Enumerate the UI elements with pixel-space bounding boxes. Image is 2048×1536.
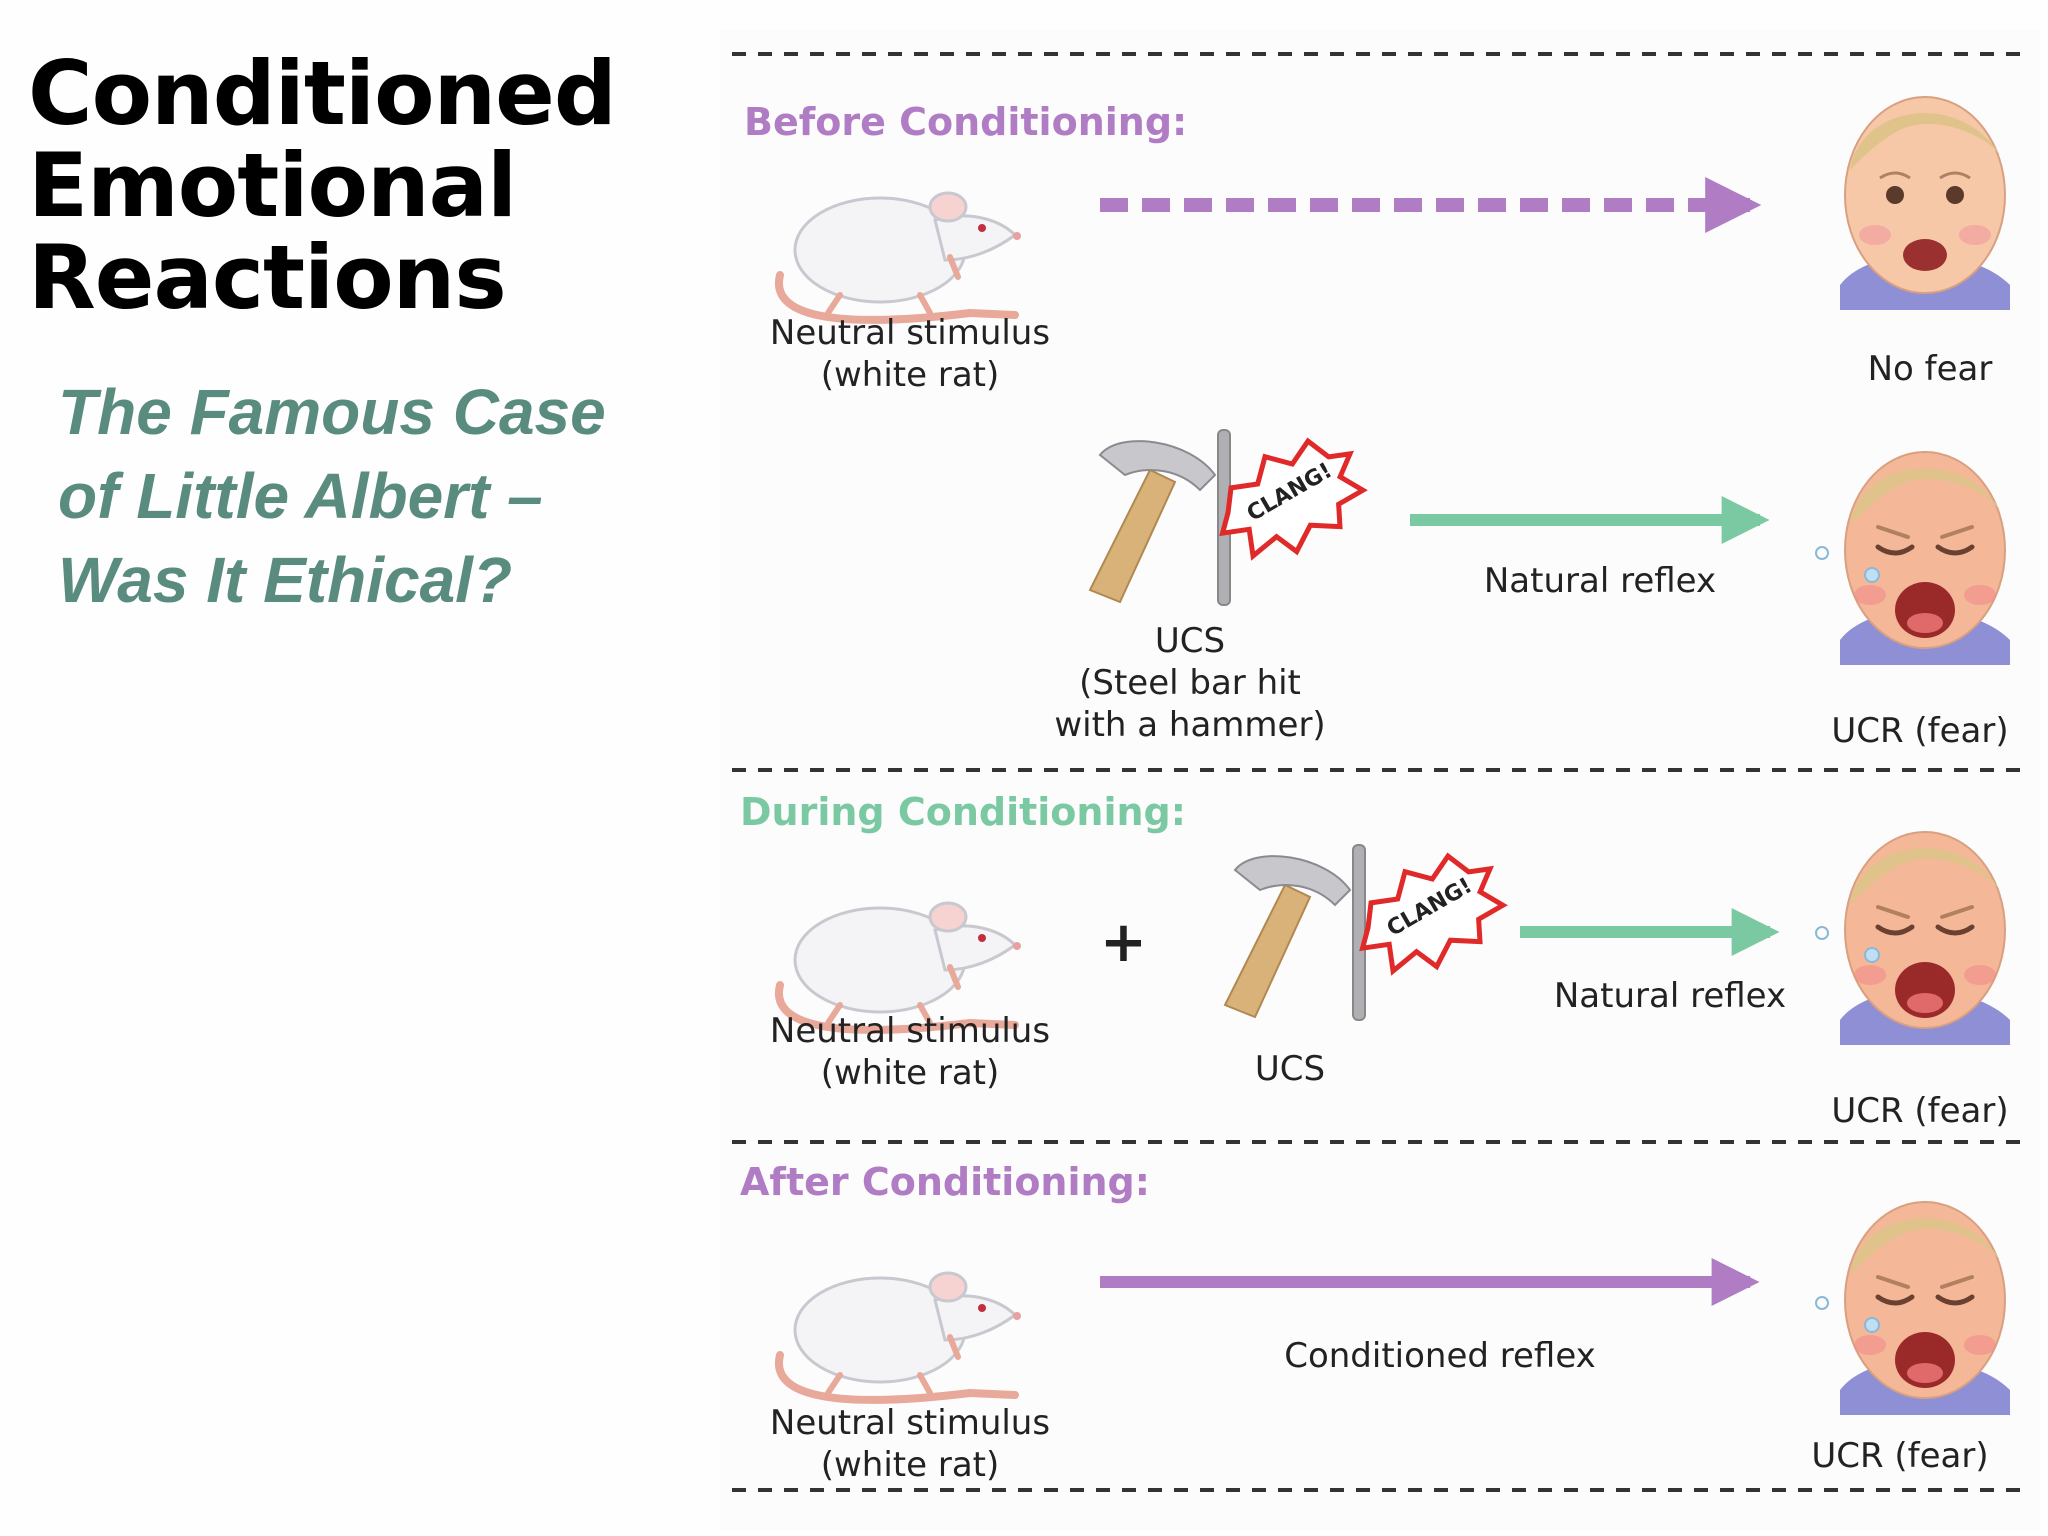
- before-ucr-label: UCR (fear): [1831, 711, 2009, 751]
- title-line-1: Conditioned: [28, 42, 617, 145]
- after-rat-label: Neutral stimulus (white rat): [740, 1402, 1080, 1486]
- before-hammer-illustration: [1089, 429, 1231, 606]
- after-rat-label-line-2: (white rat): [820, 1445, 1000, 1485]
- after-heading: After Conditioning:: [740, 1160, 1150, 1204]
- before-calm-baby-illustration: [1838, 95, 2012, 312]
- during-clang-burst: [1359, 852, 1508, 976]
- conditioning-diagram-svg: [732, 52, 2020, 1492]
- subtitle-line-2: of Little Albert –: [58, 460, 543, 532]
- after-crying-baby-illustration: [1816, 1202, 2010, 1415]
- after-rat-illustration: [779, 1273, 1021, 1400]
- during-hammer-illustration: [1224, 844, 1366, 1021]
- before-rat-illustration: [779, 193, 1021, 320]
- after-conditioned-reflex-label: Conditioned reflex: [1284, 1336, 1596, 1376]
- during-ucs-label: UCS: [1254, 1049, 1326, 1089]
- during-natural-reflex-label: Natural reflex: [1553, 976, 1787, 1016]
- slide-subtitle: The Famous Case of Little Albert – Was I…: [58, 370, 698, 622]
- before-rat-label-line-1: Neutral stimulus: [769, 313, 1051, 353]
- title-line-3: Reactions: [28, 226, 507, 329]
- before-ucs-label-line-2: (Steel bar hit: [1079, 663, 1301, 703]
- during-rat-label-line-1: Neutral stimulus: [769, 1011, 1051, 1051]
- during-rat-label: Neutral stimulus (white rat): [740, 1010, 1080, 1094]
- before-natural-reflex-label: Natural reflex: [1483, 561, 1717, 601]
- during-heading: During Conditioning:: [740, 790, 1186, 834]
- before-ucs-label-line-3: with a hammer): [1054, 705, 1326, 745]
- after-rat-label-line-1: Neutral stimulus: [769, 1403, 1051, 1443]
- before-crying-baby-illustration: [1816, 452, 2010, 665]
- during-crying-baby-illustration: [1816, 832, 2010, 1045]
- before-clang-burst: [1219, 437, 1368, 561]
- before-no-fear-label: No fear: [1867, 349, 1993, 389]
- subtitle-line-3: Was It Ethical?: [58, 544, 513, 616]
- subtitle-line-1: The Famous Case: [58, 376, 606, 448]
- title-line-2: Emotional: [28, 134, 517, 237]
- before-rat-label-line-2: (white rat): [820, 355, 1000, 395]
- slide-title: Conditioned Emotional Reactions: [28, 48, 678, 324]
- before-ucs-label: UCS (Steel bar hit with a hammer): [1020, 620, 1360, 746]
- before-ucs-label-line-1: UCS: [1154, 621, 1226, 661]
- during-rat-label-line-2: (white rat): [820, 1053, 1000, 1093]
- after-ucr-label: UCR (fear): [1811, 1436, 1989, 1476]
- during-plus-sign: +: [1100, 910, 1147, 975]
- before-heading: Before Conditioning:: [744, 100, 1188, 144]
- during-ucr-label: UCR (fear): [1831, 1091, 2009, 1131]
- before-rat-label: Neutral stimulus (white rat): [740, 312, 1080, 396]
- conditioning-figure: CLANG! CLANG! Before Conditioning: Durin…: [720, 30, 2040, 1530]
